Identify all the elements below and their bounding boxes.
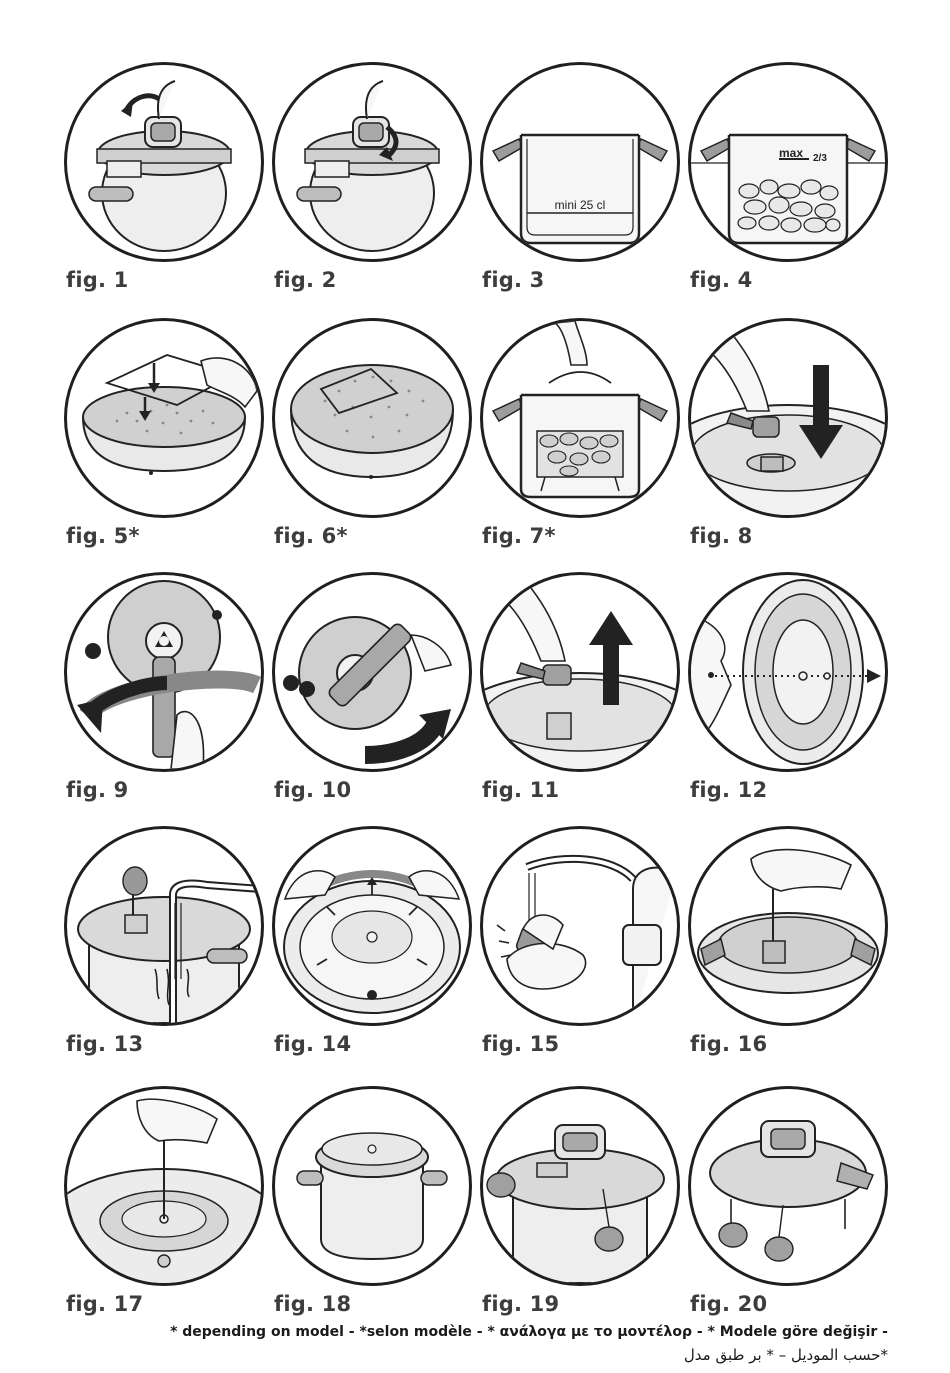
figure-9: fig. 9 — [64, 572, 264, 812]
figure-15: fig. 15 — [480, 826, 680, 1066]
figure-19-illustration — [480, 1086, 680, 1286]
figure-4-label: fig. 4 — [690, 268, 753, 292]
figure-3: mini 25 cl fig. 3 — [480, 62, 680, 302]
figure-18: fig. 18 — [272, 1086, 472, 1326]
figure-20-label: fig. 20 — [690, 1292, 768, 1316]
model-footnote-arabic: *حسب الموديل – * بر طبق مدل — [683, 1346, 888, 1364]
figure-4: max 2/3 fig. 4 — [688, 62, 888, 302]
figure-15-illustration — [480, 826, 680, 1026]
valve-rotate-right-illustration — [283, 616, 453, 764]
figure-16-label: fig. 16 — [690, 1032, 768, 1056]
figure-12: fig. 12 — [688, 572, 888, 812]
cooker-lid-open-illustration — [88, 80, 232, 252]
max-level-text: max — [779, 146, 803, 160]
figure-11-label: fig. 11 — [482, 778, 560, 802]
figure-10-label: fig. 10 — [274, 778, 352, 802]
figure-16-illustration — [688, 826, 888, 1026]
figure-17: fig. 17 — [64, 1086, 264, 1326]
figure-14-illustration — [272, 826, 472, 1026]
figure-7: fig. 7* — [480, 318, 680, 558]
figure-14: fig. 14 — [272, 826, 472, 1066]
figure-6-label: fig. 6* — [274, 524, 348, 548]
figure-14-label: fig. 14 — [274, 1032, 352, 1056]
figure-20-illustration — [688, 1086, 888, 1286]
steam-basket-insert-illustration — [82, 354, 258, 475]
figure-13-illustration — [64, 826, 264, 1026]
model-footnote: * depending on model - *selon modèle - *… — [170, 1324, 888, 1340]
figure-7-label: fig. 7* — [482, 524, 556, 548]
figure-3-label: fig. 3 — [482, 268, 545, 292]
figure-18-illustration — [272, 1086, 472, 1286]
rinse-valve-illustration — [496, 854, 677, 1023]
pot-minimum-level-illustration: mini 25 cl — [491, 133, 669, 245]
lid-upside-down-on-pot-illustration — [296, 1132, 448, 1261]
remove-gasket-illustration — [283, 869, 461, 1014]
figure-8-illustration — [688, 318, 888, 518]
figure-5-illustration — [64, 318, 264, 518]
figure-2: fig. 2 — [272, 62, 472, 302]
figure-13: fig. 13 — [64, 826, 264, 1066]
check-valve-hole-illustration — [691, 579, 881, 765]
valve-rotate-left-illustration — [77, 580, 261, 769]
figure-5-label: fig. 5* — [66, 524, 140, 548]
steam-basket-placed-illustration — [290, 364, 454, 479]
figure-8-label: fig. 8 — [690, 524, 753, 548]
figure-12-illustration — [688, 572, 888, 772]
clean-valve-needle-illustration — [697, 848, 879, 994]
figure-19-label: fig. 19 — [482, 1292, 560, 1316]
figure-17-illustration — [64, 1086, 264, 1286]
basket-lowered-into-pot-illustration — [491, 321, 669, 499]
cooker-lid-close-illustration — [296, 80, 440, 252]
figure-10: fig. 10 — [272, 572, 472, 812]
valve-insert-down-illustration — [691, 331, 885, 515]
figure-19: fig. 19 — [480, 1086, 680, 1326]
figure-20: fig. 20 — [688, 1086, 888, 1326]
figure-11: fig. 11 — [480, 572, 680, 812]
figure-11-illustration — [480, 572, 680, 772]
lubricate-lid-underside-illustration — [709, 1120, 874, 1262]
figure-13-label: fig. 13 — [66, 1032, 144, 1056]
figure-1-label: fig. 1 — [66, 268, 129, 292]
figure-1-illustration — [64, 62, 264, 262]
clean-lid-hole-needle-illustration — [67, 1098, 261, 1283]
figure-5: fig. 5* — [64, 318, 264, 558]
rinse-lid-under-tap-illustration — [77, 866, 261, 1023]
figure-2-label: fig. 2 — [274, 268, 337, 292]
figure-9-label: fig. 9 — [66, 778, 129, 802]
figure-12-label: fig. 12 — [690, 778, 768, 802]
figure-15-label: fig. 15 — [482, 1032, 560, 1056]
figure-8: fig. 8 — [688, 318, 888, 558]
figure-6-illustration — [272, 318, 472, 518]
figure-16: fig. 16 — [688, 826, 888, 1066]
figure-9-illustration — [64, 572, 264, 772]
figure-4-illustration: max 2/3 — [688, 62, 888, 262]
figure-2-illustration — [272, 62, 472, 262]
valve-lift-up-illustration — [483, 581, 677, 769]
pot-max-level-illustration: max 2/3 — [691, 133, 885, 245]
figure-18-label: fig. 18 — [274, 1292, 352, 1316]
two-thirds-text: 2/3 — [813, 153, 827, 164]
lubricate-lid-illustration — [486, 1124, 665, 1283]
figure-1: fig. 1 — [64, 62, 264, 302]
figure-7-illustration — [480, 318, 680, 518]
figure-3-illustration: mini 25 cl — [480, 62, 680, 262]
figure-6: fig. 6* — [272, 318, 472, 558]
min-level-text: mini 25 cl — [555, 198, 606, 212]
figure-10-illustration — [272, 572, 472, 772]
figure-17-label: fig. 17 — [66, 1292, 144, 1316]
